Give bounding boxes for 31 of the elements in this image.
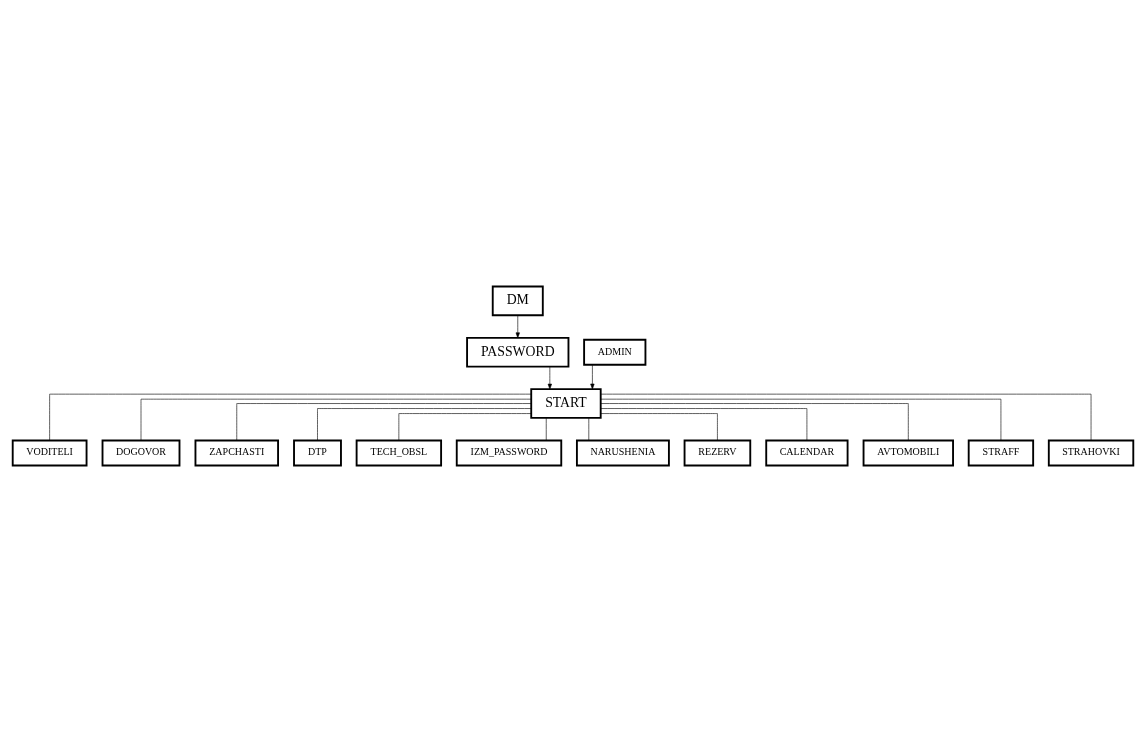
connector <box>545 417 547 441</box>
arrow <box>547 365 552 389</box>
arrow <box>590 364 595 389</box>
node-box: IZM_PASSWORD <box>455 439 563 466</box>
connector <box>588 417 590 441</box>
connector <box>398 412 532 441</box>
connector <box>140 398 532 441</box>
connector <box>600 402 909 441</box>
node-box: DOGOVOR <box>101 439 181 466</box>
connector <box>236 402 532 441</box>
connector <box>317 407 532 441</box>
node-box: DM <box>491 285 544 316</box>
arrow <box>515 314 520 338</box>
node-box: STRAFF <box>967 439 1035 466</box>
node-box: DTP <box>293 439 342 466</box>
node-box: CALENDAR <box>765 439 849 466</box>
connector <box>600 398 1002 441</box>
node-box: NARUSHENIA <box>575 439 670 466</box>
node-box: REZERV <box>683 439 752 466</box>
connector <box>600 407 808 441</box>
node-box: PASSWORD <box>466 336 570 368</box>
node-box: AVTOMOBILI <box>862 439 954 466</box>
node-box: STRAHOVKI <box>1047 439 1135 466</box>
node-box: TECH_OBSL <box>355 439 443 466</box>
node-box: ZAPCHASTI <box>194 439 279 466</box>
node-box: START <box>530 387 602 419</box>
connector <box>49 393 532 441</box>
node-box: VODITELI <box>11 439 88 466</box>
node-box: ADMIN <box>583 338 647 366</box>
connector <box>600 412 718 441</box>
connector <box>600 393 1092 441</box>
